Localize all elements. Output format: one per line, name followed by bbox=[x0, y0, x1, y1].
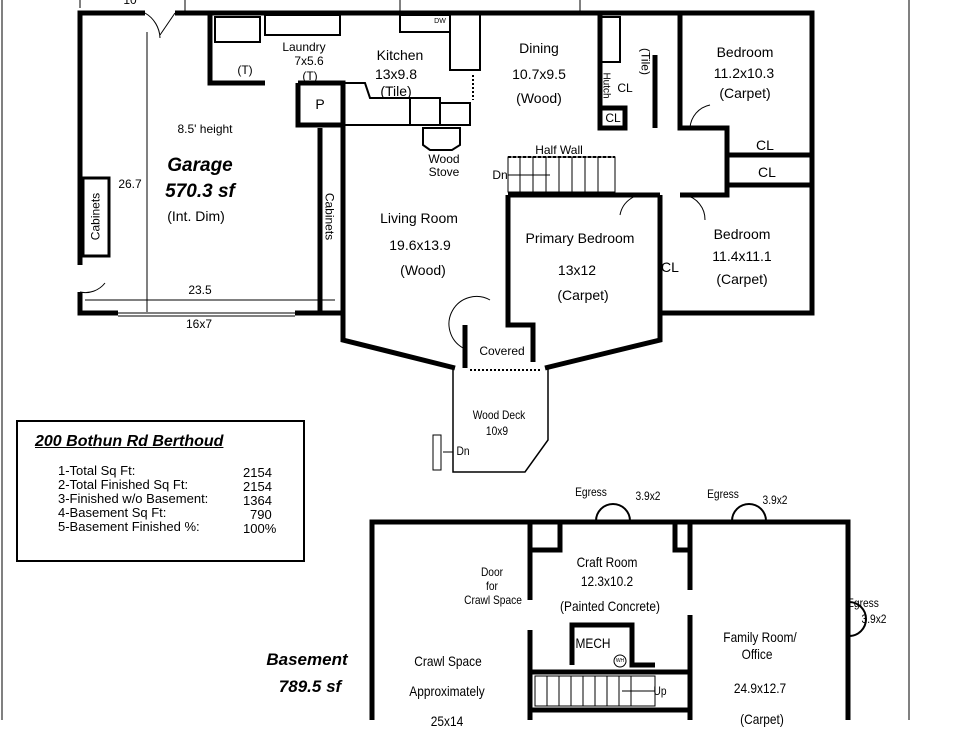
summary-row-label: 4-Basement Sq Ft: bbox=[58, 505, 167, 520]
crawl-door-line2: for bbox=[486, 579, 498, 593]
wood-stove-line2: Stove bbox=[428, 165, 460, 179]
egress-label-1: Egress bbox=[575, 485, 607, 499]
property-address: 200 Bothun Rd Berthoud bbox=[35, 433, 224, 450]
garage-area: 570.3 sf bbox=[165, 181, 235, 202]
summary-row-label: 2-Total Finished Sq Ft: bbox=[58, 477, 189, 492]
dishwasher-label: DW bbox=[434, 18, 446, 25]
stairs-down-label: Dn bbox=[492, 168, 508, 182]
egress-well-3 bbox=[848, 601, 867, 637]
dining-dims: 10.7x9.5 bbox=[512, 66, 566, 82]
egress-label-2: Egress bbox=[707, 487, 739, 501]
summary-row-value: 2154 bbox=[243, 479, 272, 494]
pantry-label: P bbox=[315, 96, 325, 112]
bedroom2-dims: 11.4x11.1 bbox=[712, 248, 772, 264]
garage-note: (Int. Dim) bbox=[167, 208, 225, 224]
primary-bedroom-floor: (Carpet) bbox=[557, 287, 609, 303]
crawl-space-title: Crawl Space bbox=[414, 653, 482, 669]
living-room-title: Living Room bbox=[380, 210, 458, 226]
craft-room-title: Craft Room bbox=[576, 554, 638, 570]
craft-room-dims: 12.3x10.2 bbox=[580, 573, 634, 589]
egress-label-3: Egress bbox=[847, 596, 879, 610]
basement-title: Basement bbox=[266, 650, 348, 669]
bedroom2-title: Bedroom bbox=[713, 226, 771, 242]
deck-title: Wood Deck bbox=[472, 408, 526, 422]
covered-label: Covered bbox=[479, 344, 525, 358]
egress-dims-2: 3.9x2 bbox=[762, 493, 788, 507]
wood-deck-outline bbox=[452, 368, 549, 473]
half-wall-label: Half Wall bbox=[535, 143, 583, 157]
deck-stairs-down: Dn bbox=[456, 444, 470, 458]
basement-stairs-up: Up bbox=[653, 684, 667, 698]
egress-well-1 bbox=[595, 503, 631, 522]
dining-title: Dining bbox=[519, 40, 559, 56]
garage-cabinets-right: Cabinets bbox=[322, 192, 337, 241]
primary-closet-label: CL bbox=[661, 259, 679, 275]
garage-cabinets-left: Cabinets bbox=[88, 192, 103, 241]
bedroom1-title: Bedroom bbox=[716, 44, 774, 60]
half-bath-floor: (T) bbox=[237, 63, 253, 77]
kitchen-floor: (Tile) bbox=[380, 83, 412, 99]
egress-dims-3: 3.9x2 bbox=[861, 612, 887, 626]
bedroom1-dims: 11.2x10.3 bbox=[713, 65, 775, 81]
mech-room-label: MECH bbox=[575, 635, 611, 651]
laundry-title: Laundry bbox=[282, 40, 326, 54]
garage-door-size: 16x7 bbox=[185, 317, 213, 331]
primary-bedroom-dims: 13x12 bbox=[557, 262, 597, 278]
main-stairs bbox=[507, 156, 616, 193]
family-room-floor: (Carpet) bbox=[740, 711, 784, 727]
craft-room-floor: (Painted Concrete) bbox=[560, 598, 660, 614]
laundry-dims: 7x5.6 bbox=[294, 54, 324, 68]
laundry-floor: (T) bbox=[302, 69, 318, 83]
hall-closet-1: CL bbox=[756, 137, 774, 153]
garage-title: Garage bbox=[167, 155, 233, 176]
bath-floor: (Tile) bbox=[638, 48, 653, 75]
water-heater-label: WH bbox=[615, 658, 625, 664]
bath-closet-label: CL bbox=[617, 81, 633, 95]
egress-dims-1: 3.9x2 bbox=[635, 489, 661, 503]
bedroom2-floor: (Carpet) bbox=[716, 271, 768, 287]
basement-stairs bbox=[534, 675, 656, 707]
hall-closet-2: CL bbox=[758, 164, 776, 180]
garage-top-dimension: 10 bbox=[123, 0, 137, 7]
basement-walls bbox=[369, 519, 851, 720]
primary-bedroom-title: Primary Bedroom bbox=[525, 230, 635, 246]
bedroom1-floor: (Carpet) bbox=[719, 85, 771, 101]
garage-depth: 26.7 bbox=[118, 177, 142, 191]
garage-height: 8.5' height bbox=[177, 122, 233, 136]
summary-row-value: 790 bbox=[250, 507, 272, 522]
family-room-title-line2: Office bbox=[741, 646, 773, 662]
crawl-door-line3: Crawl Space bbox=[464, 593, 522, 607]
crawl-space-dims: 25x14 bbox=[430, 713, 464, 729]
basement-area: 789.5 sf bbox=[278, 677, 342, 696]
kitchen-title: Kitchen bbox=[376, 47, 424, 63]
property-summary-box: 200 Bothun Rd Berthoud 1-Total Sq Ft: 21… bbox=[16, 420, 305, 562]
summary-row-value: 1364 bbox=[243, 493, 272, 508]
hutch-label: Hutch bbox=[600, 72, 612, 99]
main-floor-walls bbox=[77, 10, 815, 371]
living-room-floor: (Wood) bbox=[400, 262, 446, 278]
wood-stove-line1: Wood bbox=[428, 152, 460, 166]
crawl-space-note: Approximately bbox=[409, 683, 485, 699]
summary-row-label: 1-Total Sq Ft: bbox=[58, 463, 136, 478]
egress-well-2 bbox=[731, 503, 767, 522]
family-room-title-line1: Family Room/ bbox=[723, 629, 797, 645]
summary-row-label: 3-Finished w/o Basement: bbox=[58, 491, 209, 506]
deck-dims: 10x9 bbox=[485, 424, 509, 438]
garage-width: 23.5 bbox=[188, 283, 212, 297]
summary-row-label: 5-Basement Finished %: bbox=[58, 519, 200, 534]
crawl-door-line1: Door bbox=[480, 565, 504, 579]
living-room-dims: 19.6x13.9 bbox=[389, 237, 451, 253]
summary-row-value: 2154 bbox=[243, 465, 272, 480]
dining-floor: (Wood) bbox=[516, 90, 562, 106]
family-room-dims: 24.9x12.7 bbox=[733, 680, 787, 696]
kitchen-dims: 13x9.8 bbox=[374, 66, 418, 82]
hall-linen-closet-label: CL bbox=[605, 111, 621, 125]
summary-row-value: 100% bbox=[243, 521, 277, 536]
